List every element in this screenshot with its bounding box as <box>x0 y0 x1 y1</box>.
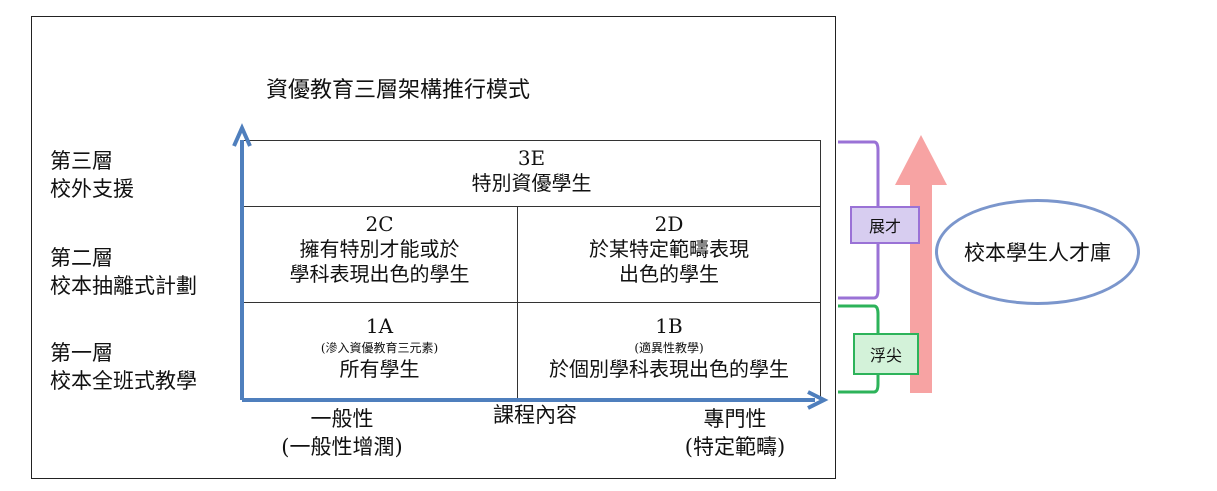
cell-1a: 1A (滲入資優教育三元素) 所有學生 <box>242 314 517 382</box>
cell-1a-text: 所有學生 <box>339 357 420 381</box>
layer-3-label: 第三層 校外支援 <box>50 147 134 203</box>
cell-1b-text: 於個別學科表現出色的學生 <box>549 357 789 381</box>
layer-1-name: 第一層 <box>50 341 113 365</box>
cell-3e-code: 3E <box>517 146 546 170</box>
diagram-frame <box>31 16 836 479</box>
talent-growth-arrow <box>895 135 947 393</box>
framework-grid <box>242 140 821 399</box>
layer-1-label: 第一層 校本全班式教學 <box>50 339 197 395</box>
x-axis-arrow-head <box>807 390 829 410</box>
layer-3-name: 第三層 <box>50 149 113 173</box>
fujian-tag: 浮尖 <box>853 333 919 375</box>
cell-2d-line2: 出色的學生 <box>619 262 719 286</box>
axis-center-label: 課程內容 <box>460 401 610 429</box>
axis-specific-line1: 專門性 <box>703 407 767 431</box>
talent-pool-label: 校本學生人才庫 <box>964 241 1111 265</box>
diagram-title: 資優教育三層架構推行模式 <box>266 78 531 103</box>
axis-general-line1: 一般性 <box>310 407 374 431</box>
grid-divider-vertical <box>517 206 518 399</box>
cell-1b-code: 1B <box>655 314 683 338</box>
cell-1b: 1B (適異性教學) 於個別學科表現出色的學生 <box>517 314 821 382</box>
axis-general-label: 一般性 (一般性增潤) <box>242 405 442 461</box>
axis-general-line2: (一般性增潤) <box>281 435 403 459</box>
layer-2-name: 第二層 <box>50 246 113 270</box>
grid-divider-top <box>242 206 821 207</box>
cell-2c: 2C 擁有特別才能或於 學科表現出色的學生 <box>242 212 517 287</box>
layer-2-desc: 校本抽離式計劃 <box>50 274 197 298</box>
cell-2c-code: 2C <box>365 212 394 236</box>
cell-2c-line2: 學科表現出色的學生 <box>289 262 470 286</box>
cell-2d-code: 2D <box>654 212 684 236</box>
axis-specific-label: 專門性 (特定範疇) <box>660 405 810 461</box>
y-axis-arrow-head <box>232 123 252 147</box>
cell-2d-line1: 於某特定範疇表現 <box>589 237 749 261</box>
cell-3e-text: 特別資優學生 <box>471 171 592 195</box>
axis-curriculum-content: 課程內容 <box>493 403 577 427</box>
cell-2d: 2D 於某特定範疇表現 出色的學生 <box>517 212 821 287</box>
layer-3-desc: 校外支援 <box>50 177 134 201</box>
zhancai-tag: 展才 <box>850 206 920 244</box>
axis-specific-line2: (特定範疇) <box>684 435 786 459</box>
cell-3e: 3E 特別資優學生 <box>242 146 821 196</box>
cell-2c-line1: 擁有特別才能或於 <box>299 237 460 261</box>
cell-1a-note: (滲入資優教育三元素) <box>320 341 439 355</box>
cell-1b-note: (適異性教學) <box>634 341 704 355</box>
layer-1-desc: 校本全班式教學 <box>50 369 197 393</box>
cell-1a-code: 1A <box>365 314 394 338</box>
talent-pool-ellipse: 校本學生人才庫 <box>935 199 1140 305</box>
layer-2-label: 第二層 校本抽離式計劃 <box>50 244 197 300</box>
grid-divider-middle <box>242 302 821 303</box>
